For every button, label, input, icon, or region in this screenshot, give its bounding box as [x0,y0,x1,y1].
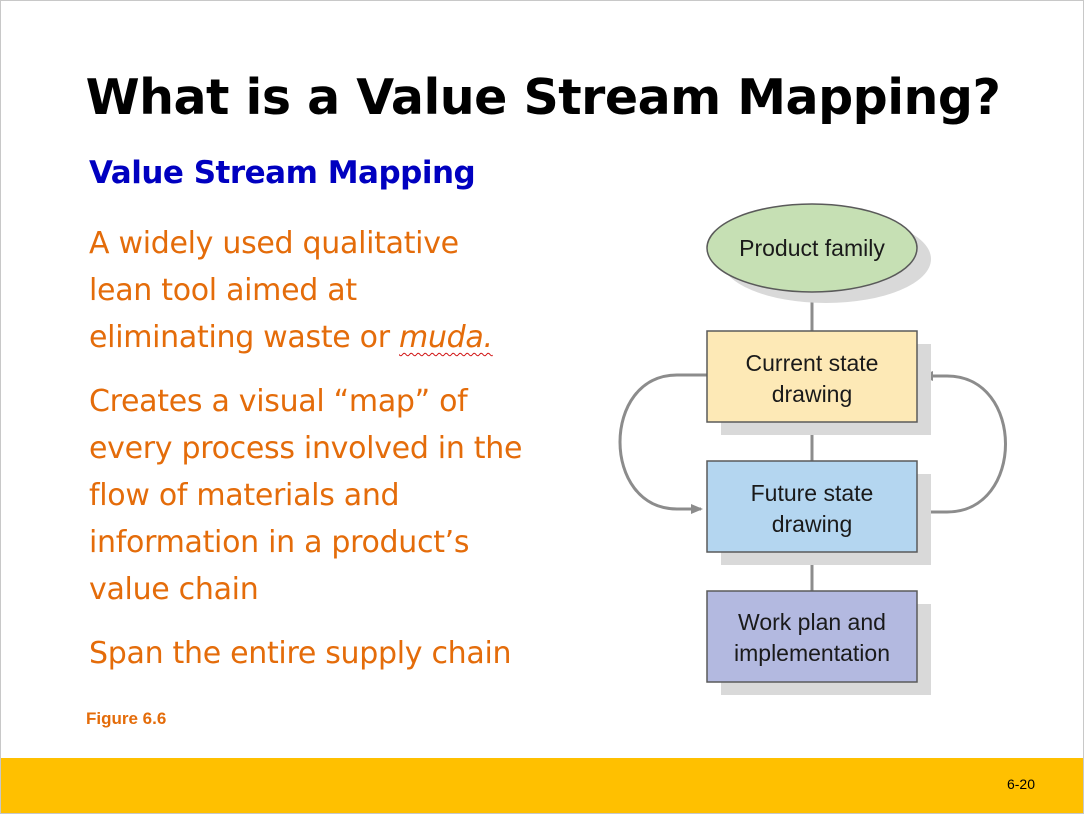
node-future-state-label-2: drawing [772,511,853,537]
muda-term: muda. [399,320,493,355]
paragraph-1-line-1: A widely used qualitative [89,226,459,261]
paragraph-1-line-3: eliminating waste or muda. [89,314,559,361]
loop-arrow-left [618,373,707,514]
node-current-state-shape [706,330,918,423]
slide-title: What is a Value Stream Mapping? [85,69,1001,126]
node-work-plan: Work plan and implementation [706,590,931,695]
figure-label: Figure 6.6 [86,709,167,728]
node-product-family: Product family [706,203,931,303]
paragraph-2-line-5: value chain [89,572,259,607]
node-work-plan-label-2: implementation [734,640,890,666]
node-product-family-shape [706,203,918,293]
paragraph-1: A widely used qualitative lean tool aime… [89,220,559,361]
slide-subtitle: Value Stream Mapping [89,155,476,191]
node-current-state-label-1: Current state [746,350,879,376]
paragraph-2-line-3: flow of materials and [89,478,400,513]
paragraph-1-line-3-prefix: eliminating waste or [89,320,400,355]
node-future-state-shape [706,460,918,553]
node-future-state: Future state drawing [706,460,931,565]
node-future-state-label-1: Future state [751,480,874,506]
paragraph-3-line-1: Span the entire supply chain [89,636,512,671]
paragraph-2-line-2: every process involved in the [89,431,523,466]
node-product-family-label: Product family [739,235,885,261]
page-number: 6-20 [1006,776,1035,792]
node-current-state: Current state drawing [706,330,931,435]
value-stream-diagram: Product family Current state drawing Fut… [618,203,1007,695]
loop-arrow-right [918,371,1007,514]
node-work-plan-shape [706,590,918,683]
paragraph-2-line-4: information in a product’s [89,525,470,560]
paragraph-3: Span the entire supply chain [89,630,559,677]
paragraph-2-line-1: Creates a visual “map” of [89,384,468,419]
paragraph-1-line-2: lean tool aimed at [89,273,357,308]
paragraph-2: Creates a visual “map” of every process … [89,378,559,613]
node-current-state-label-2: drawing [772,381,853,407]
node-work-plan-label-1: Work plan and [738,609,886,635]
footer-bar: 6-20 [1,758,1083,813]
